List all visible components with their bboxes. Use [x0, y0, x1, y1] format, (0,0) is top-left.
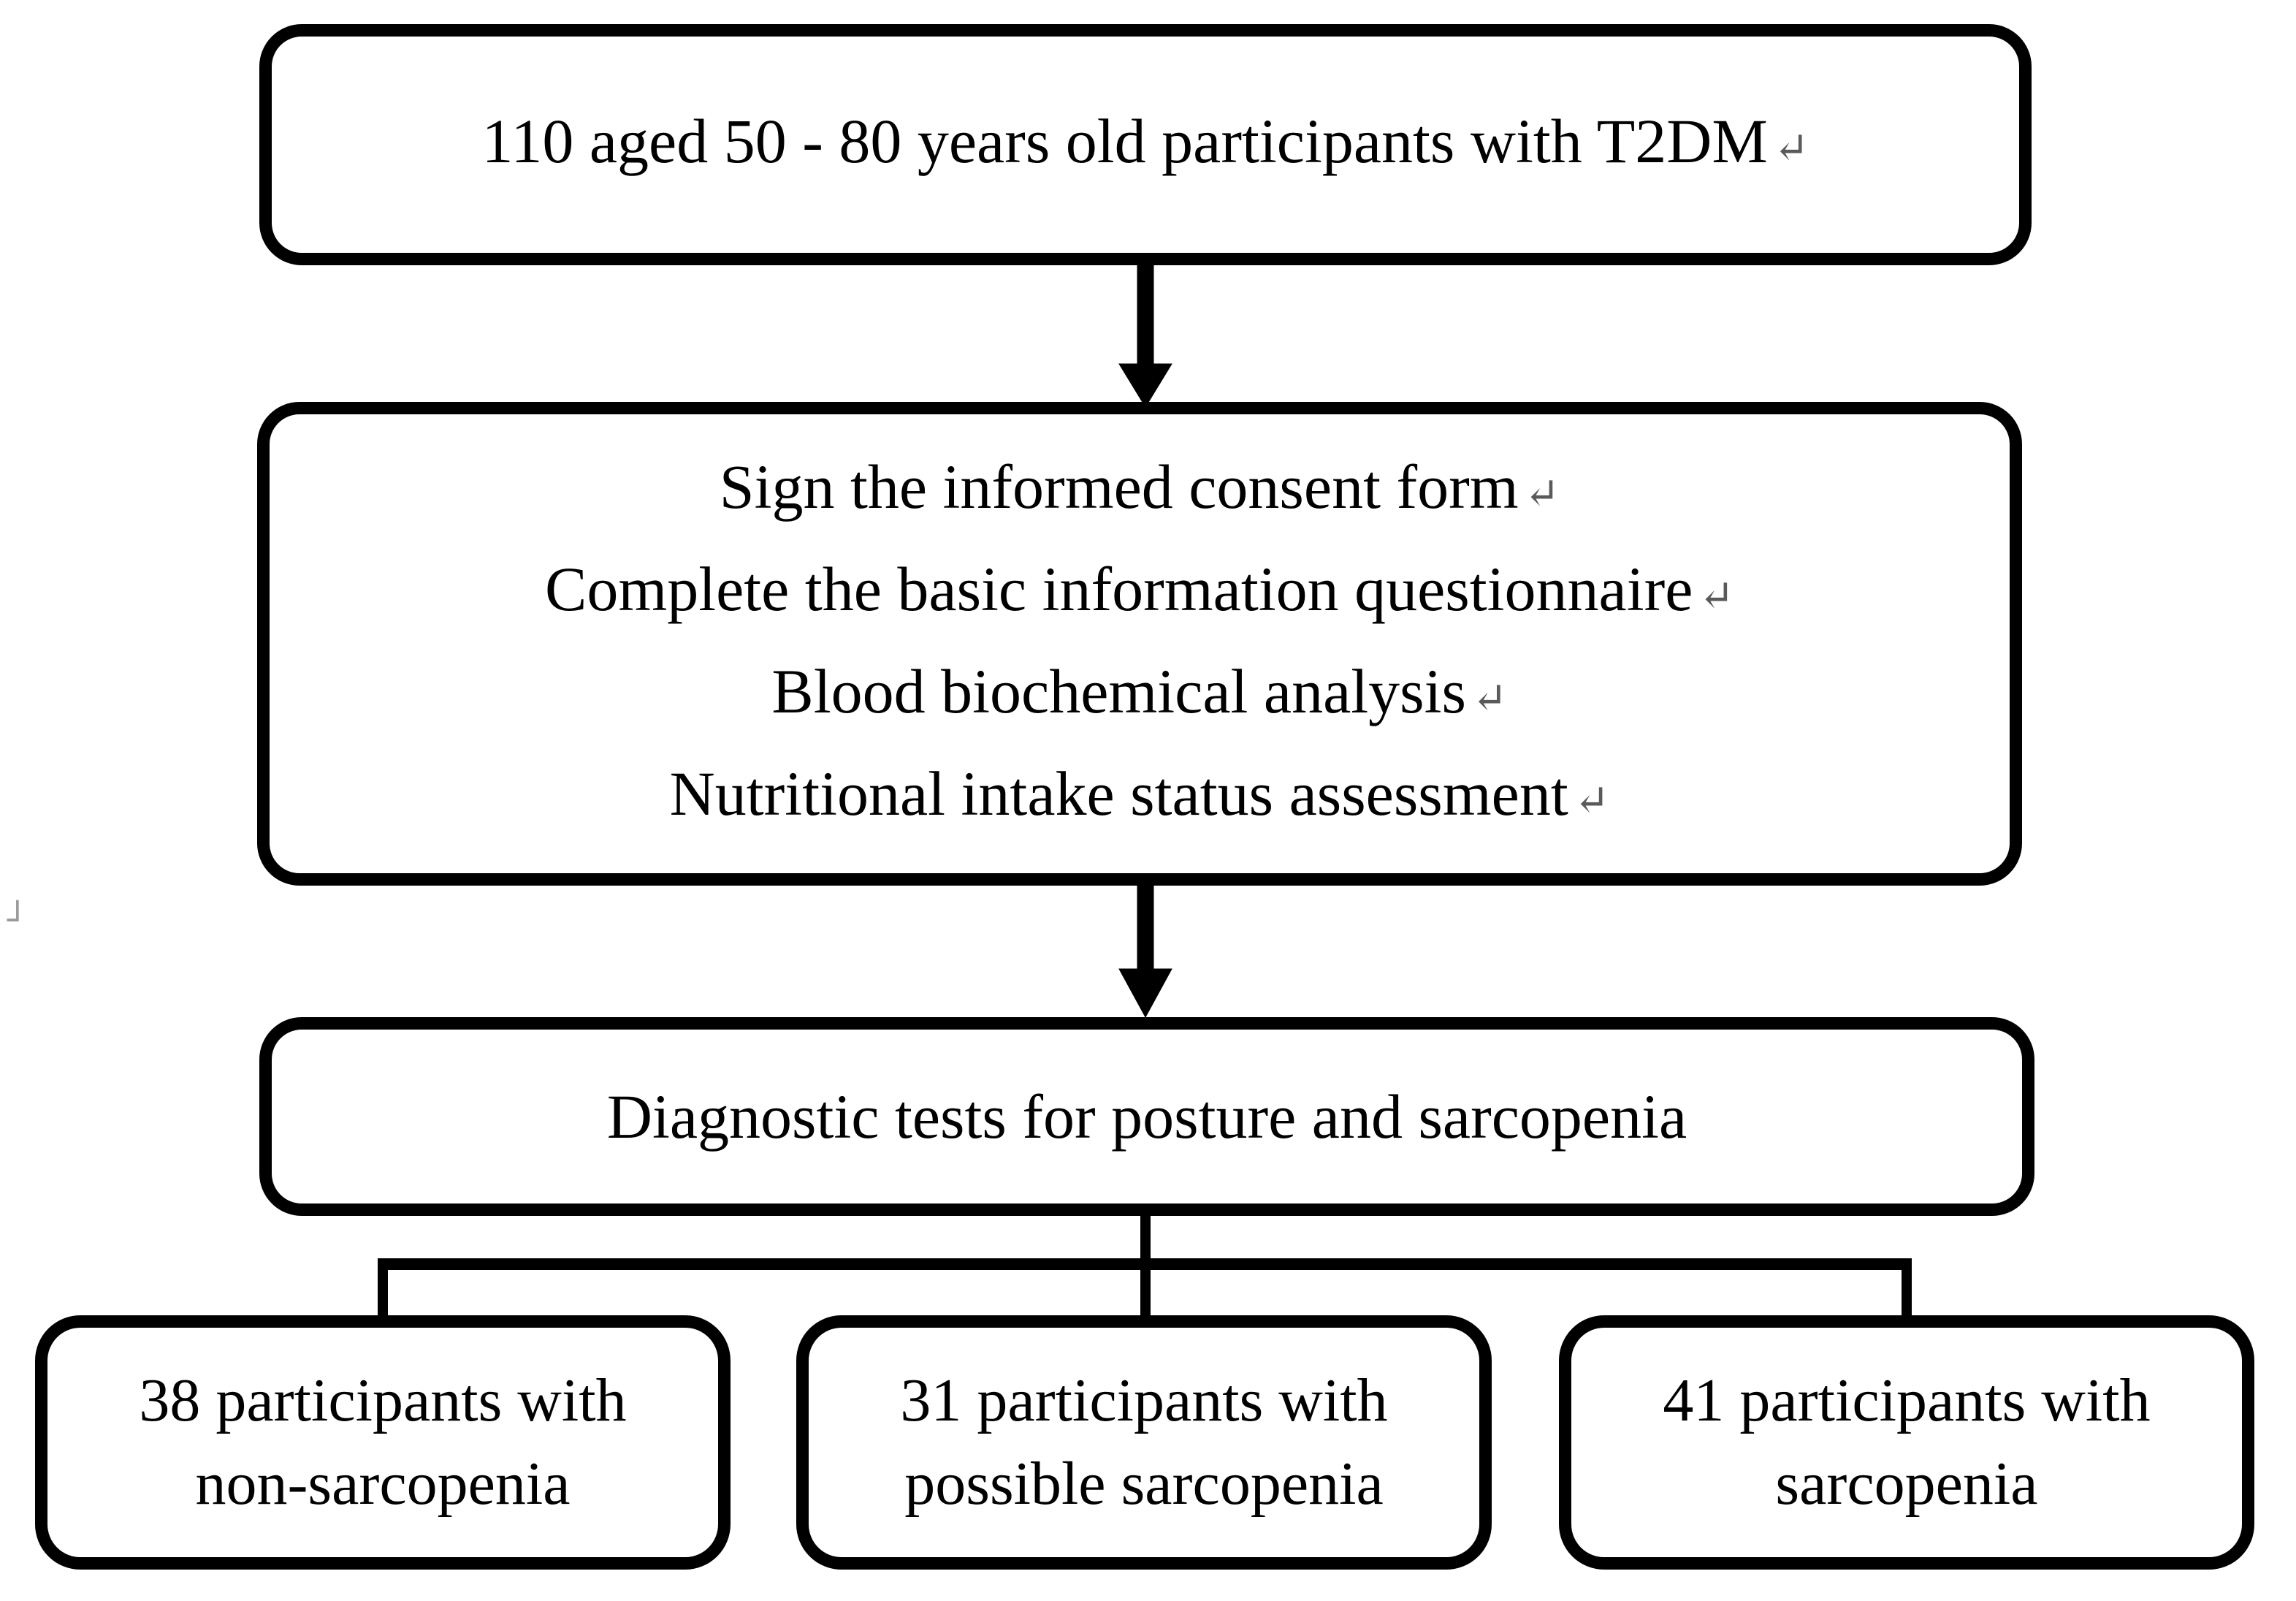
branch-line2: sarcopenia [1775, 1450, 2038, 1518]
procedure-line-consent: Sign the informed consent form↵ [720, 439, 1560, 541]
branch-line1: 31 participants with [900, 1366, 1388, 1434]
down-arrow-2 [1118, 881, 1172, 1019]
paragraph-mark-icon: ↵ [1524, 470, 1560, 517]
box-possible-sarcopenia: 31 participants with possible sarcopenia [796, 1315, 1492, 1570]
branch-line2: possible sarcopenia [904, 1450, 1384, 1518]
participants-text: 110 aged 50 - 80 years old participants … [481, 106, 1768, 176]
procedure-text: Complete the basic information questionn… [544, 554, 1693, 624]
stray-paragraph-mark-icon: ┘ [7, 900, 28, 940]
box-non-sarcopenia: 38 participants with non-sarcopenia [35, 1315, 731, 1570]
paragraph-mark-icon: ↵ [1471, 674, 1508, 722]
procedure-text: Sign the informed consent form [719, 452, 1519, 522]
branch-line2: non-sarcopenia [195, 1450, 571, 1518]
participants-line: 110 aged 50 - 80 years old participants … [482, 94, 1809, 196]
paragraph-mark-icon: ↵ [1773, 124, 1809, 172]
procedure-line-nutrition: Nutritional intake status assessment↵ [670, 746, 1610, 848]
branch-line1: 38 participants with [139, 1366, 627, 1434]
procedure-line-questionnaire: Complete the basic information questionn… [545, 541, 1734, 644]
box-baseline-procedures: Sign the informed consent form↵ Complete… [257, 402, 2022, 886]
diagnostic-text: Diagnostic tests for posture and sarcope… [606, 1081, 1687, 1152]
procedure-text: Nutritional intake status assessment [669, 758, 1568, 829]
branch-connector [378, 1213, 1912, 1321]
paragraph-mark-icon: ↵ [1574, 777, 1610, 824]
box-diagnostic-tests: Diagnostic tests for posture and sarcope… [259, 1017, 2034, 1216]
procedure-text: Blood biochemical analysis [771, 656, 1466, 726]
box-participants: 110 aged 50 - 80 years old participants … [259, 24, 2032, 265]
branch-line1: 41 participants with [1663, 1366, 2151, 1434]
down-arrow-1 [1118, 262, 1172, 408]
procedure-line-blood: Blood biochemical analysis↵ [771, 644, 1507, 746]
diagnostic-line: Diagnostic tests for posture and sarcope… [607, 1069, 1687, 1164]
box-sarcopenia: 41 participants with sarcopenia [1559, 1315, 2254, 1570]
paragraph-mark-icon: ↵ [1698, 572, 1735, 620]
